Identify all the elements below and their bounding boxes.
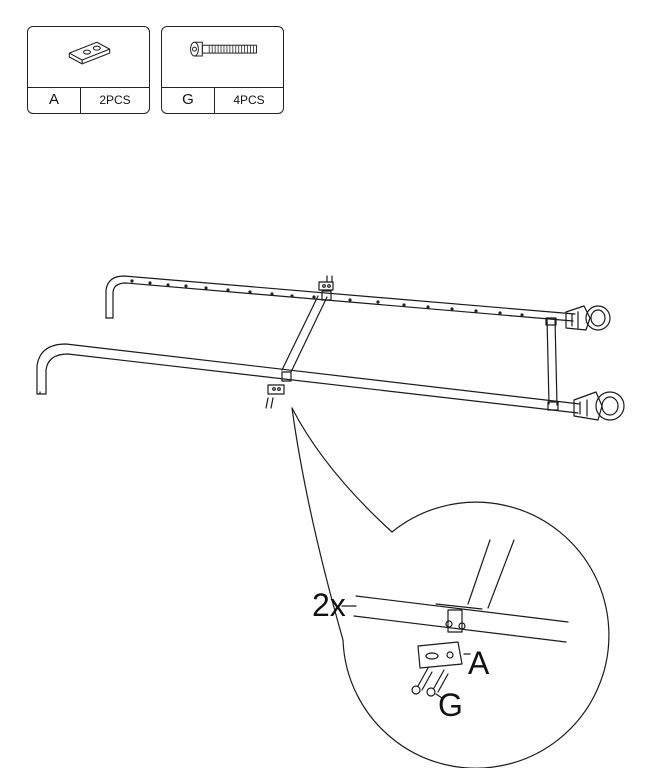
multiplier-label: 2x	[312, 587, 346, 623]
callout-label-a: A	[468, 645, 490, 681]
end-cross-bar	[546, 317, 558, 406]
part-quantity: 2PCS	[99, 93, 131, 107]
front-rail	[36, 343, 581, 414]
bracket-a-top	[318, 275, 334, 291]
back-wheel	[565, 305, 611, 331]
back-rail	[105, 275, 576, 322]
middle-cross-bar	[281, 295, 328, 373]
part-quantity: 4PCS	[233, 93, 265, 107]
bolt-icon	[190, 41, 257, 57]
callout-bubble	[291, 407, 610, 768]
part-letter: A	[28, 88, 81, 113]
zoomed-rail-detail	[341, 539, 569, 643]
back-rail-holes	[130, 279, 524, 317]
bracket-plate-icon	[68, 41, 111, 65]
part-letter: G	[162, 88, 215, 113]
callout-label-g: G	[438, 687, 463, 723]
part-card-g: G 4PCS	[161, 26, 284, 114]
bracket-a-bottom	[265, 384, 285, 409]
part-card-a: A 2PCS	[27, 26, 150, 114]
front-wheel	[573, 391, 625, 421]
zoomed-plate-a	[417, 641, 471, 669]
zoomed-bolts-g	[411, 667, 449, 699]
